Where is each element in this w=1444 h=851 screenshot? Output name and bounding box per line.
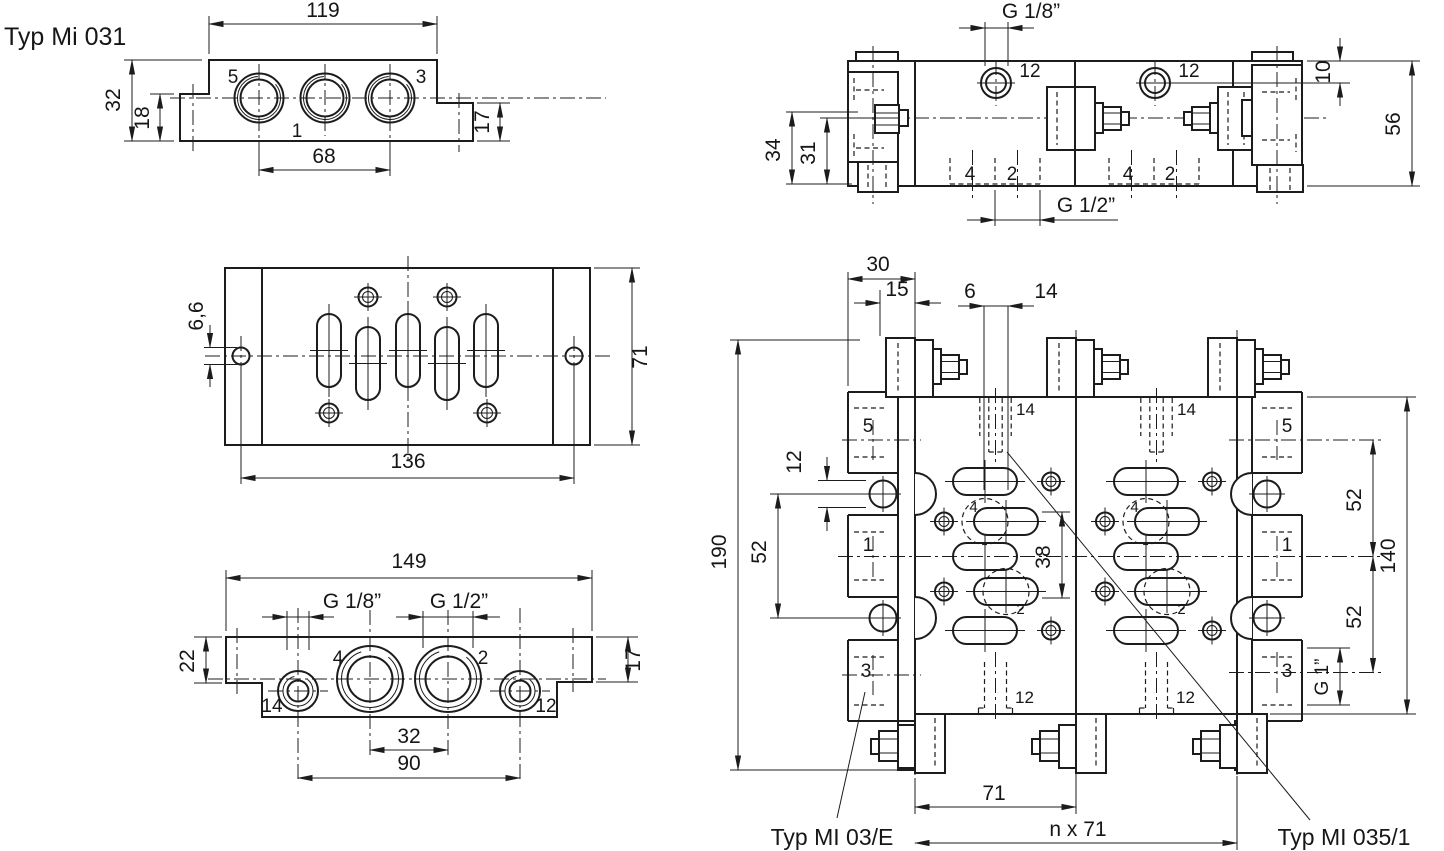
port-label-1: 1: [863, 535, 874, 556]
dim-34: 34: [762, 138, 785, 162]
bottom-profile: [225, 636, 593, 718]
side-boss: [914, 596, 937, 640]
dim-90: 90: [397, 752, 420, 775]
port-label-1: 1: [292, 121, 303, 142]
thread-label-g12: G 1/2”: [1057, 194, 1115, 217]
end-plate-profile: [179, 59, 474, 142]
port-label-4: 4: [965, 164, 976, 185]
view-assembly-top: 5 1 3 5 1 3 30 15: [708, 253, 1416, 850]
dim-68: 68: [312, 145, 335, 168]
port-label-2: 2: [1165, 164, 1176, 185]
dim-140: 140: [1377, 538, 1400, 573]
dim-17: 17: [471, 110, 494, 133]
dim-12: 12: [783, 450, 806, 473]
port-label-4: 4: [333, 648, 344, 669]
pilot-holes: [315, 283, 501, 427]
pilot-port-12-a: [977, 60, 1015, 106]
dim-119: 119: [306, 0, 339, 22]
port-label-3: 3: [861, 661, 872, 682]
port-label-5: 5: [1282, 416, 1293, 437]
port-label-12: 12: [535, 696, 556, 717]
bottom-ports-station1: 4 2: [949, 150, 1041, 198]
dim-14: 14: [1034, 280, 1058, 303]
port-label-1: 1: [1282, 535, 1293, 556]
dim-71: 71: [982, 782, 1005, 805]
port-label-3: 3: [1282, 661, 1293, 682]
dim-10: 10: [1312, 60, 1335, 83]
dim-17b: 17: [622, 648, 645, 671]
view-bottom-threads: 149 G 1/8” G 1/2” 22 17 32 90 4 2 14 12: [176, 550, 645, 782]
port-label-2: 2: [1007, 164, 1018, 185]
valve-station-2: [1090, 387, 1227, 721]
dim-n-x-71: n x 71: [1049, 818, 1106, 841]
dim-52-right-b: 52: [1343, 605, 1366, 628]
port-label-14: 14: [261, 696, 283, 717]
thread-label-g18: G 1/8”: [323, 590, 381, 613]
dim-190: 190: [708, 534, 731, 569]
clamp-top-2: [1046, 329, 1129, 407]
dim-136: 136: [390, 450, 425, 473]
end-clamp-right: [1241, 46, 1304, 204]
thread-label-g18: G 1/8”: [1002, 0, 1060, 23]
view-assembly-front: 12 12 G 1/8”: [762, 0, 1420, 226]
mid-clamp: [1046, 86, 1130, 151]
port-label-4: 4: [1123, 164, 1134, 185]
view-end-section: Typ Mi 031 119 32 18 17 68 5 3 1: [4, 0, 606, 176]
port-label-5: 5: [863, 416, 874, 437]
station2-clamp: [1183, 86, 1253, 151]
dim-32: 32: [102, 88, 125, 111]
valve-slots: [310, 304, 505, 410]
dim-149: 149: [391, 550, 426, 573]
thread-label-g1: G 1”: [1312, 659, 1333, 696]
port-label-3: 3: [416, 67, 427, 88]
port-label-2: 2: [478, 648, 489, 669]
drawing-title: Typ Mi 031: [4, 23, 126, 51]
clamp-top-3: [1207, 329, 1290, 407]
dim-30: 30: [866, 253, 889, 276]
clamp-bottom-3: [1192, 707, 1268, 782]
dim-56: 56: [1382, 112, 1405, 135]
side-boss: [1230, 596, 1253, 640]
dim-15: 15: [885, 278, 908, 301]
dim-31: 31: [797, 141, 820, 164]
pilot-port-12-b: [1136, 60, 1174, 106]
view-base-plate-top: 6,6 71 136: [185, 256, 652, 484]
thread-label-g12: G 1/2”: [430, 590, 488, 613]
port-label-5: 5: [228, 67, 239, 88]
bottom-ports-station2: 4 2: [1108, 150, 1200, 198]
dim-38: 38: [1032, 545, 1055, 568]
right-rail: 5 1 3: [1229, 343, 1382, 771]
dim-6: 6: [964, 280, 976, 303]
port-label-12: 12: [1019, 61, 1040, 82]
dim-52-right-a: 52: [1343, 488, 1366, 511]
dim-6-6: 6,6: [185, 301, 208, 330]
side-boss: [1230, 472, 1253, 516]
type-label-sub-base: Typ MI 035/1: [1278, 824, 1411, 850]
end-clamp-left: [847, 46, 909, 204]
side-boss: [914, 472, 937, 516]
dim-18: 18: [131, 106, 154, 129]
clamp-top-1: [885, 329, 968, 407]
port-label-12: 12: [1178, 61, 1199, 82]
dim-52-left: 52: [748, 540, 771, 563]
dim-22: 22: [176, 649, 199, 672]
clamp-bottom-2: [1031, 707, 1107, 782]
type-label-end-plate: Typ MI 03/E: [771, 824, 894, 850]
dim-71: 71: [629, 345, 652, 368]
dim-32b: 32: [397, 725, 420, 748]
